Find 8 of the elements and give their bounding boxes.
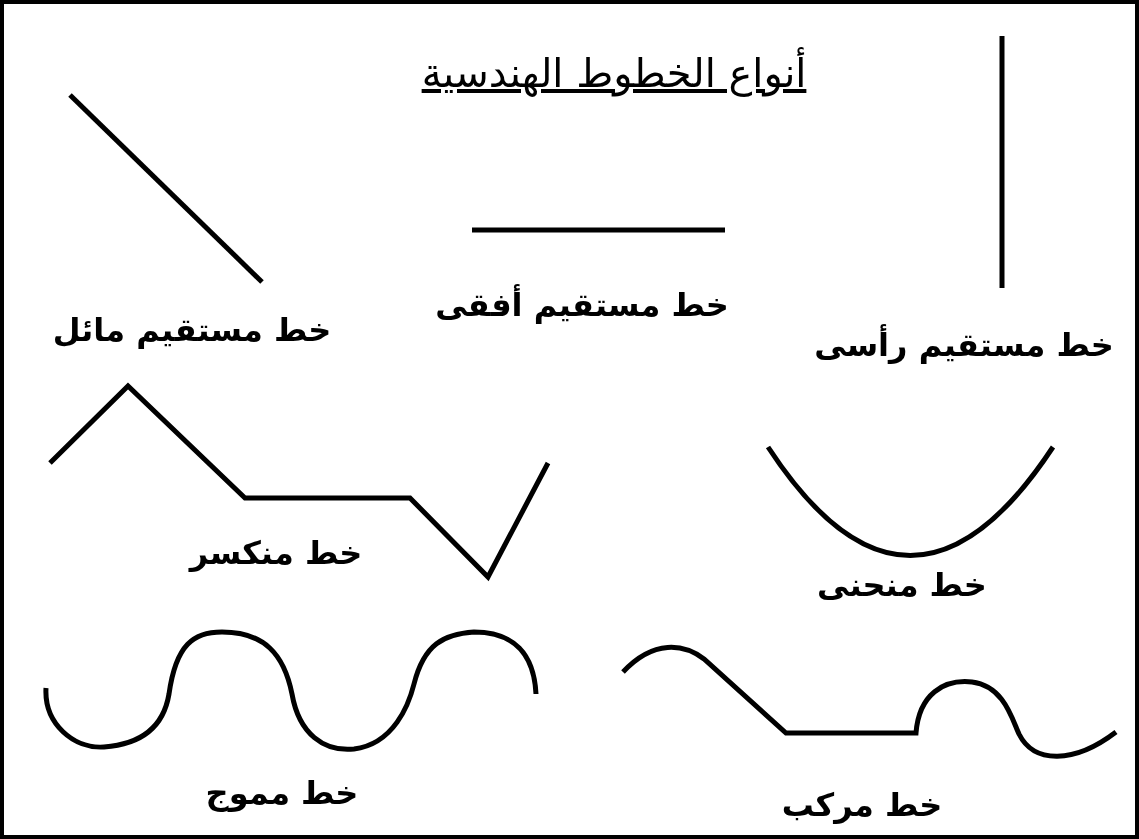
line-type-label: خط منكسر [189, 534, 363, 573]
line-type-label: خط مستقيم رأسى [814, 326, 1114, 365]
line-type-label: خط مركب [781, 786, 943, 825]
line-type-label: خط مستقيم أفقى [435, 286, 729, 325]
line-type-label: خط مستقيم مائل [52, 311, 332, 350]
title: أنواع الخطوط الهندسية [421, 49, 807, 97]
line-type-label: خط مموج [205, 774, 359, 813]
line-type-label: خط منحنى [817, 566, 987, 605]
